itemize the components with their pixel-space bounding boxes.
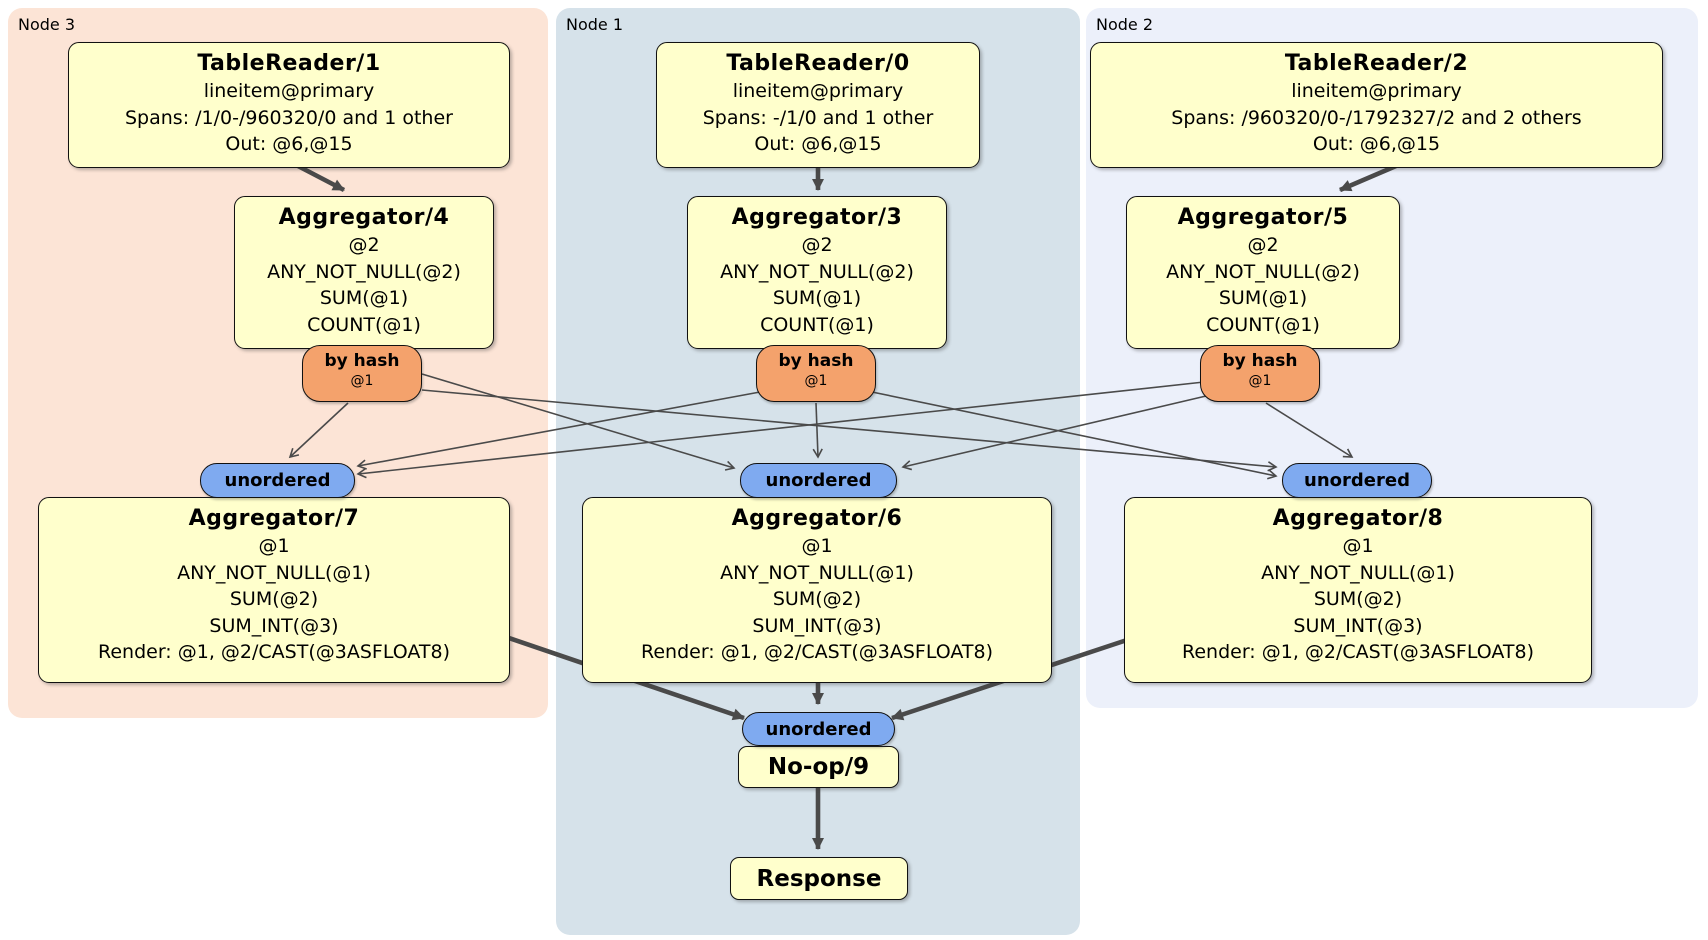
sync-unordered-final: unordered: [742, 712, 895, 746]
processor-line: Render: @1, @2/CAST(@3ASFLOAT8): [641, 641, 993, 663]
router-detail: @1: [804, 373, 828, 389]
processor-line: ANY_NOT_NULL(@1): [720, 561, 914, 584]
processor-aggregator-7: Aggregator/7 @1 ANY_NOT_NULL(@1) SUM(@2)…: [38, 497, 510, 683]
sync-unordered-1: unordered: [200, 463, 355, 498]
processor-line: Render: @1, @2/CAST(@3ASFLOAT8): [1182, 641, 1534, 663]
processor-noop-9: No-op/9: [738, 746, 899, 788]
router-detail: @1: [350, 373, 374, 389]
processor-tablereader-1: TableReader/1 lineitem@primary Spans: /1…: [68, 42, 510, 168]
router-by-hash-2: by hash @1: [756, 345, 876, 402]
processor-line: SUM_INT(@3): [1293, 614, 1423, 637]
processor-title: Aggregator/4: [278, 205, 450, 230]
sync-unordered-3: unordered: [1282, 463, 1432, 498]
processor-line: @2: [1247, 234, 1279, 256]
processor-line: ANY_NOT_NULL(@1): [1261, 561, 1455, 584]
processor-line: @1: [258, 535, 290, 557]
processor-line: @1: [1342, 535, 1374, 557]
processor-title: TableReader/1: [197, 51, 381, 76]
processor-line: Render: @1, @2/CAST(@3ASFLOAT8): [98, 641, 450, 663]
processor-aggregator-5: Aggregator/5 @2 ANY_NOT_NULL(@2) SUM(@1)…: [1126, 196, 1400, 349]
processor-line: Out: @6,@15: [1312, 133, 1441, 155]
processor-title: Aggregator/8: [1272, 506, 1444, 531]
router-by-hash-3: by hash @1: [1200, 345, 1320, 402]
processor-line: Out: @6,@15: [754, 133, 882, 155]
router-label: by hash: [778, 351, 854, 371]
processor-line: COUNT(@1): [760, 313, 874, 336]
processor-aggregator-8: Aggregator/8 @1 ANY_NOT_NULL(@1) SUM(@2)…: [1124, 497, 1592, 683]
processor-line: SUM(@2): [229, 588, 319, 610]
processor-line: SUM(@1): [772, 287, 862, 309]
processor-line: SUM(@1): [1218, 287, 1308, 309]
router-detail: @1: [1248, 373, 1272, 389]
processor-title: TableReader/0: [726, 51, 910, 76]
processor-title: Aggregator/6: [731, 506, 903, 531]
processor-aggregator-4: Aggregator/4 @2 ANY_NOT_NULL(@2) SUM(@1)…: [234, 196, 494, 349]
processor-line: SUM(@2): [1313, 588, 1403, 610]
processor-line: Out: @6,@15: [225, 133, 353, 155]
processor-title: Aggregator/3: [731, 205, 903, 230]
processor-title: Aggregator/5: [1177, 205, 1349, 230]
processor-line: SUM_INT(@3): [209, 614, 339, 637]
group-node-1-label: Node 1: [566, 15, 624, 34]
processor-line: @1: [801, 535, 833, 557]
processor-line: Spans: /960320/0-/1792327/2 and 2 others: [1171, 106, 1582, 129]
processor-response: Response: [730, 857, 908, 900]
processor-line: @2: [801, 234, 833, 256]
processor-line: ANY_NOT_NULL(@1): [177, 561, 371, 584]
group-node-2-label: Node 2: [1096, 15, 1154, 34]
processor-line: SUM(@2): [772, 588, 862, 610]
processor-title: TableReader/2: [1284, 51, 1469, 76]
group-node-3-label: Node 3: [18, 15, 76, 34]
processor-title: Aggregator/7: [188, 506, 360, 531]
processor-line: ANY_NOT_NULL(@2): [267, 260, 461, 283]
processor-line: COUNT(@1): [1206, 313, 1320, 336]
processor-line: COUNT(@1): [307, 313, 421, 336]
router-edges: [288, 373, 1354, 480]
processor-line: SUM_INT(@3): [752, 614, 882, 637]
processor-line: ANY_NOT_NULL(@2): [720, 260, 914, 283]
processor-aggregator-6: Aggregator/6 @1 ANY_NOT_NULL(@1) SUM(@2)…: [582, 497, 1052, 683]
processor-line: Spans: -/1/0 and 1 other: [702, 106, 934, 129]
processor-tablereader-0: TableReader/0 lineitem@primary Spans: -/…: [656, 42, 980, 168]
processor-line: Spans: /1/0-/960320/0 and 1 other: [125, 106, 453, 129]
processor-tablereader-2: TableReader/2 lineitem@primary Spans: /9…: [1090, 42, 1663, 168]
processor-line: SUM(@1): [319, 287, 409, 309]
processor-line: lineitem@primary: [203, 80, 375, 102]
sync-unordered-2: unordered: [740, 463, 897, 498]
processor-aggregator-3: Aggregator/3 @2 ANY_NOT_NULL(@2) SUM(@1)…: [687, 196, 947, 349]
router-label: by hash: [1222, 351, 1298, 371]
router-label: by hash: [324, 351, 400, 371]
processor-line: @2: [348, 234, 380, 256]
processor-line: lineitem@primary: [1291, 80, 1462, 102]
router-by-hash-1: by hash @1: [302, 345, 422, 402]
processor-line: ANY_NOT_NULL(@2): [1166, 260, 1360, 283]
processor-line: lineitem@primary: [732, 80, 904, 102]
